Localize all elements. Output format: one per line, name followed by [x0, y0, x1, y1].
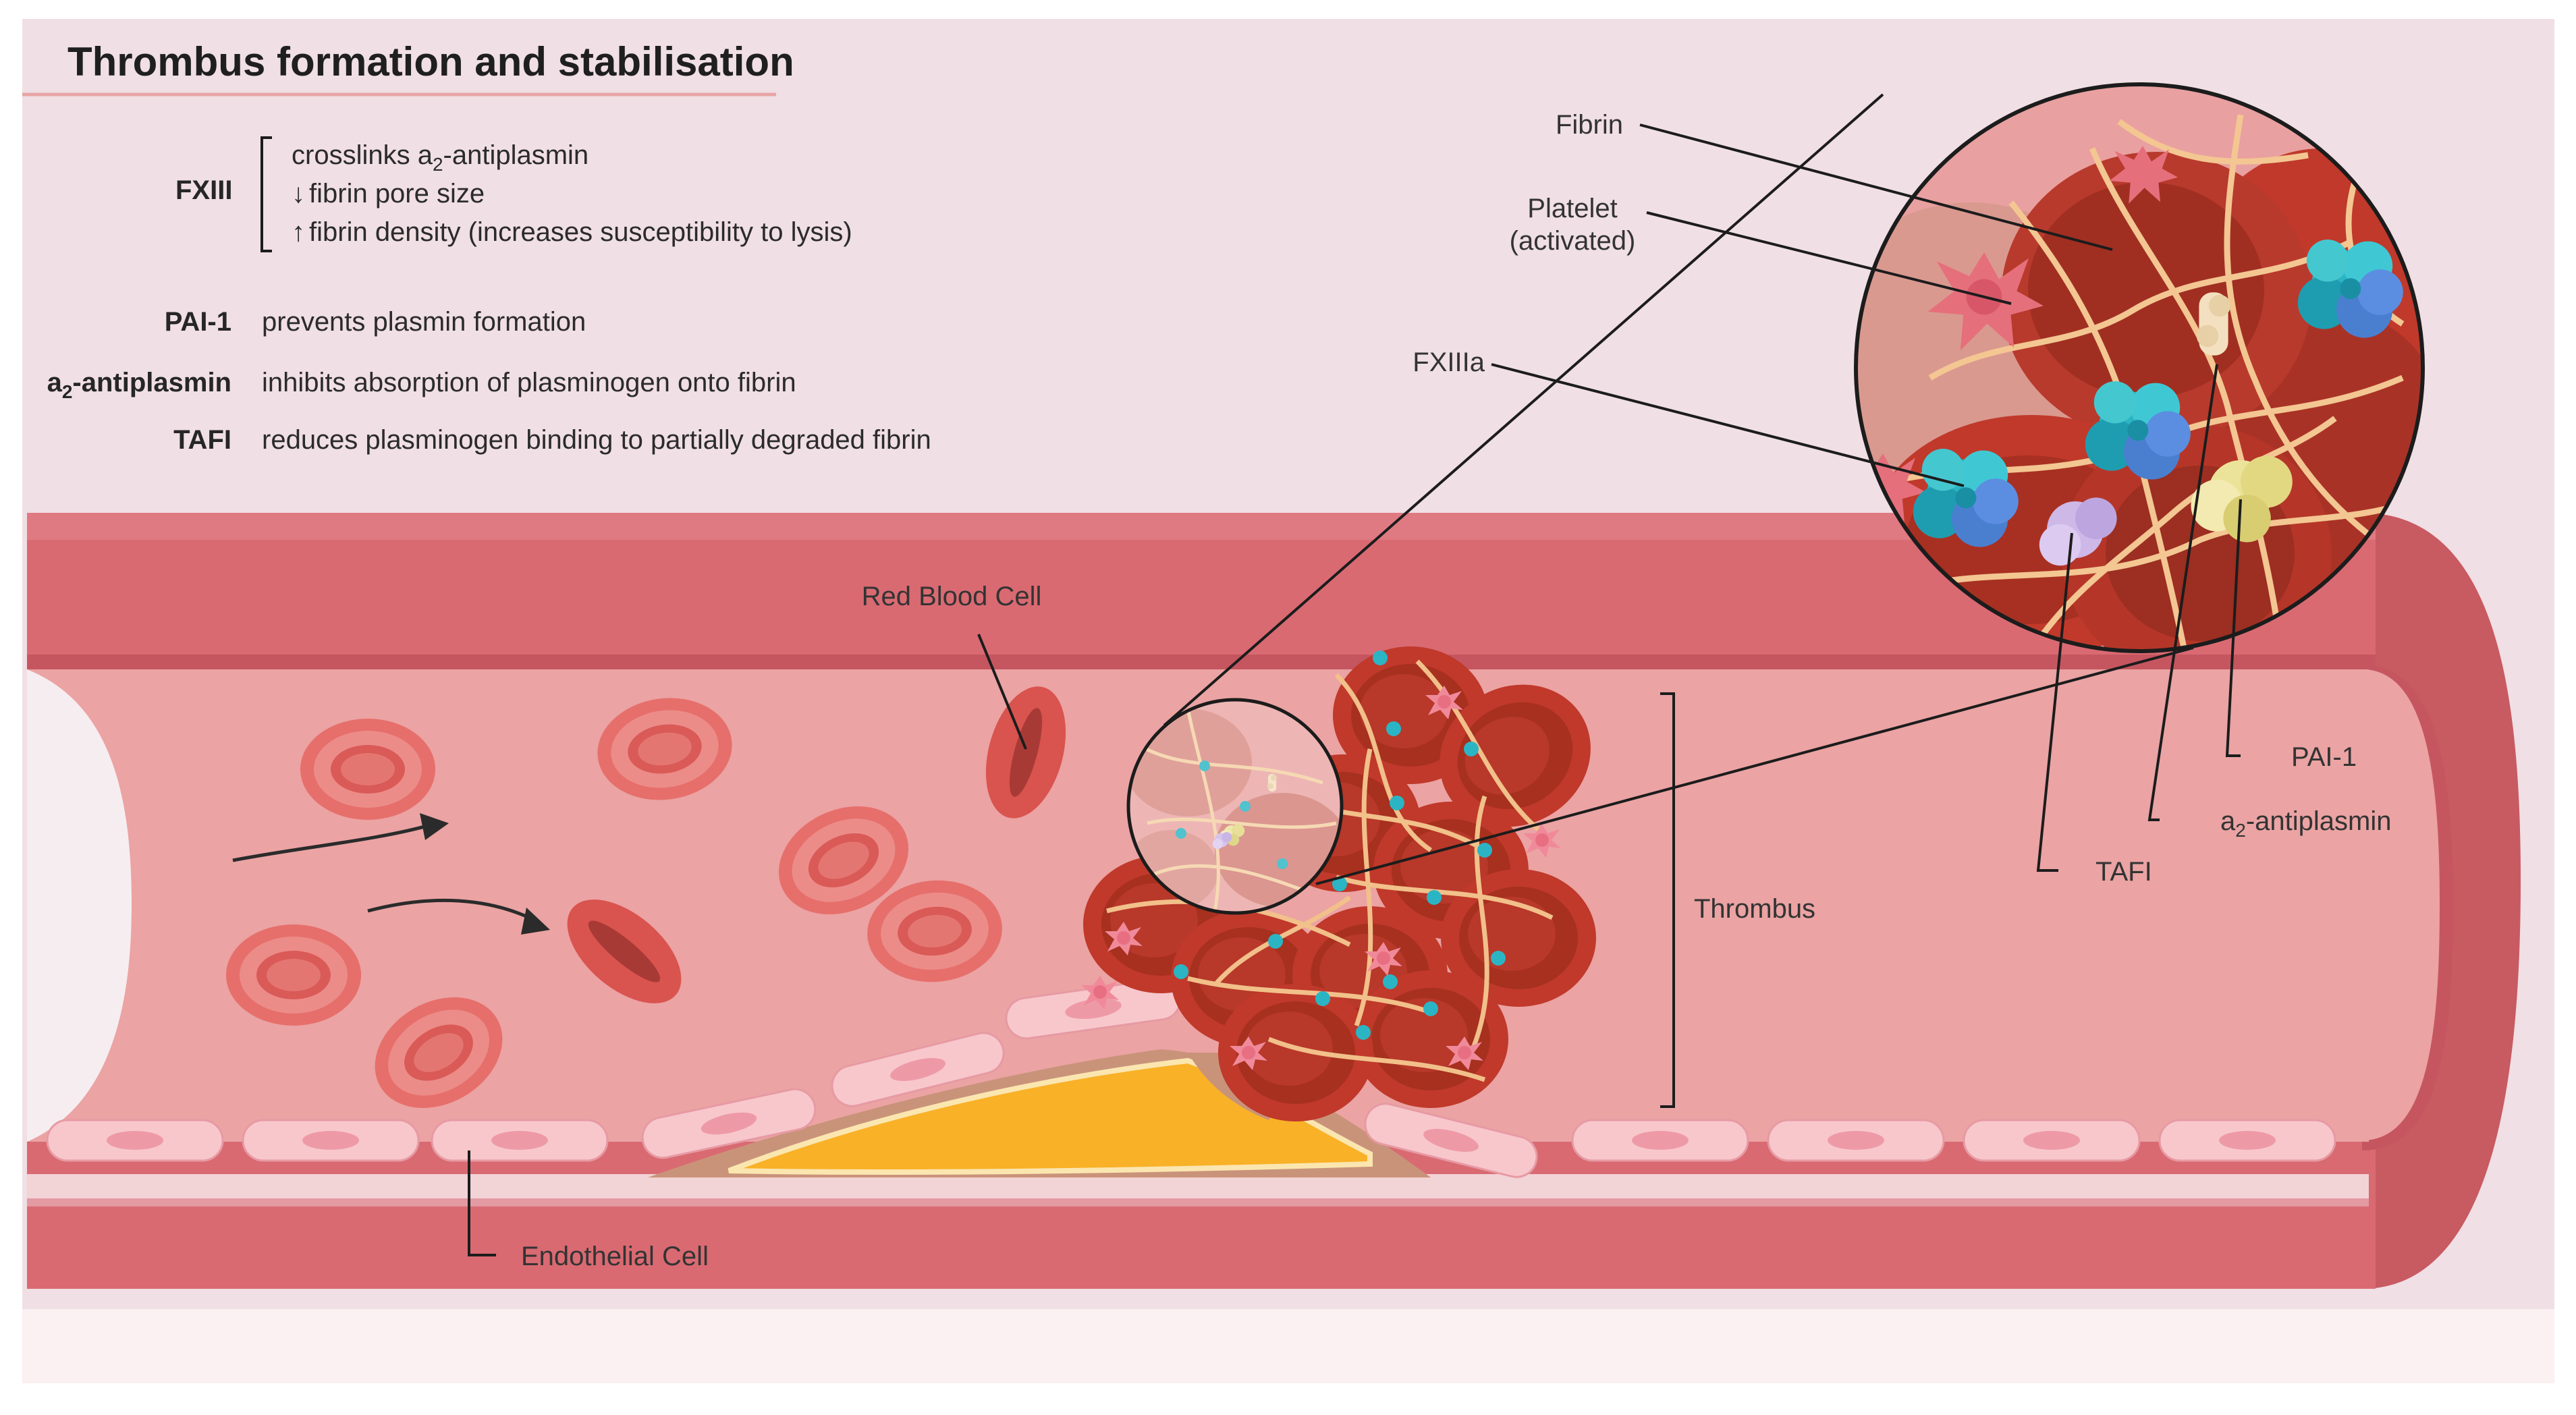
endothelial-cell — [242, 1119, 420, 1162]
legend-key-tafi: TAFI — [173, 425, 231, 455]
legend-key-fxiii: FXIII — [175, 175, 232, 205]
red-blood-cell — [300, 719, 435, 820]
legend-key-a2-antiplasmin: a2-antiplasmin — [47, 368, 231, 402]
flow-arrows — [232, 813, 550, 935]
endothelial-cell — [431, 1119, 609, 1162]
vessel-end-opening — [27, 669, 132, 1142]
red-blood-cell — [226, 924, 361, 1026]
endothelial-cell — [2158, 1119, 2336, 1162]
zoom-line-top — [1163, 93, 1884, 727]
fxiiia-protein — [2297, 240, 2403, 338]
legend-fxiii-line-2: ↓fibrin pore size — [292, 179, 485, 209]
legend-key-pai1: PAI-1 — [165, 307, 231, 337]
fxiiia-leader — [1491, 363, 1965, 487]
magnified-view-border — [1854, 82, 2425, 653]
fxiiia-protein — [2085, 381, 2191, 480]
endothelial-cell — [1571, 1119, 1749, 1162]
pai1-leader — [2225, 499, 2242, 757]
legend-fxiii-line-1: crosslinks a2-antiplasmin — [292, 140, 588, 175]
label-tafi: TAFI — [2095, 857, 2152, 887]
endothelial-cell — [46, 1119, 224, 1162]
legend-bracket — [261, 136, 272, 252]
magnified-platelet — [2109, 146, 2178, 204]
label-a2-antiplasmin: a2-antiplasmin — [2220, 806, 2391, 841]
flow-arrow — [367, 898, 538, 923]
label-fxiiia: FXIIIa — [1413, 348, 1485, 377]
callout-lines — [468, 123, 2242, 1256]
callout-labels: Fibrin Platelet (activated) FXIIIa Red B… — [521, 110, 2391, 1271]
flow-arrow — [232, 823, 433, 862]
label-thrombus: Thrombus — [1694, 894, 1815, 924]
fibrin-leader — [1639, 123, 2113, 251]
label-red-blood-cell: Red Blood Cell — [862, 582, 1042, 611]
a2-antiplasmin-protein — [2196, 292, 2231, 356]
diagram-title: Thrombus formation and stabilisation — [67, 39, 794, 84]
legend: FXIII crosslinks a2-antiplasmin ↓fibrin … — [47, 136, 931, 455]
legend-pai1-text: prevents plasmin formation — [262, 307, 586, 337]
label-endothelial-cell: Endothelial Cell — [521, 1242, 709, 1271]
crosslinks — [1174, 650, 1506, 1040]
thrombus-bracket — [1660, 692, 1675, 1108]
fxiiia-protein — [1913, 449, 2019, 547]
label-fibrin: Fibrin — [1556, 110, 1623, 140]
legend-a2-text: inhibits absorption of plasminogen onto … — [262, 368, 796, 397]
a2-antiplasmin-leader — [2147, 364, 2218, 821]
label-pai1: PAI-1 — [2291, 742, 2357, 772]
label-platelet-activated: (activated) — [1510, 226, 1636, 256]
thrombus — [1081, 646, 1617, 1121]
label-platelet: Platelet — [1527, 194, 1617, 223]
endothelial-cell — [1767, 1119, 1945, 1162]
rbc-leader — [977, 634, 1027, 750]
legend-fxiii-line-3: ↑fibrin density (increases susceptibilit… — [292, 217, 852, 247]
zoom-line-bottom — [1315, 646, 2194, 885]
legend-tafi-text: reduces plasminogen binding to partially… — [262, 425, 931, 455]
endothelial-cell — [1963, 1119, 2141, 1162]
endothelial-leader — [468, 1150, 496, 1256]
tafi-leader — [2036, 532, 2073, 872]
platelet-leader — [1646, 211, 2012, 305]
